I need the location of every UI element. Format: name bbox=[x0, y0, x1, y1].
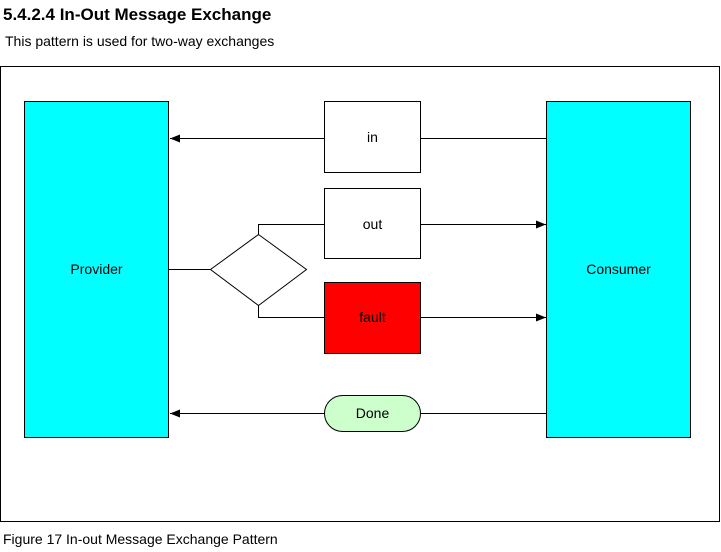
fault-connector bbox=[258, 305, 325, 318]
intro-text: This pattern is used for two-way exchang… bbox=[5, 33, 275, 49]
consumer-box bbox=[546, 101, 691, 438]
section-heading: 5.4.2.4 In-Out Message Exchange bbox=[3, 5, 272, 24]
in-message-label: in bbox=[367, 129, 378, 145]
provider-label: Provider bbox=[70, 261, 122, 277]
done-message-label: Done bbox=[356, 405, 390, 421]
out-message-box bbox=[324, 188, 421, 259]
out-connector bbox=[258, 224, 325, 235]
done-message-pill bbox=[324, 395, 421, 432]
fault-message-label: fault bbox=[359, 309, 386, 325]
out-message-label: out bbox=[363, 216, 383, 232]
fault-message-box bbox=[324, 282, 421, 354]
figure-caption: Figure 17 In-out Message Exchange Patter… bbox=[3, 531, 278, 547]
in-message-box bbox=[324, 101, 421, 173]
consumer-label: Consumer bbox=[586, 261, 651, 277]
